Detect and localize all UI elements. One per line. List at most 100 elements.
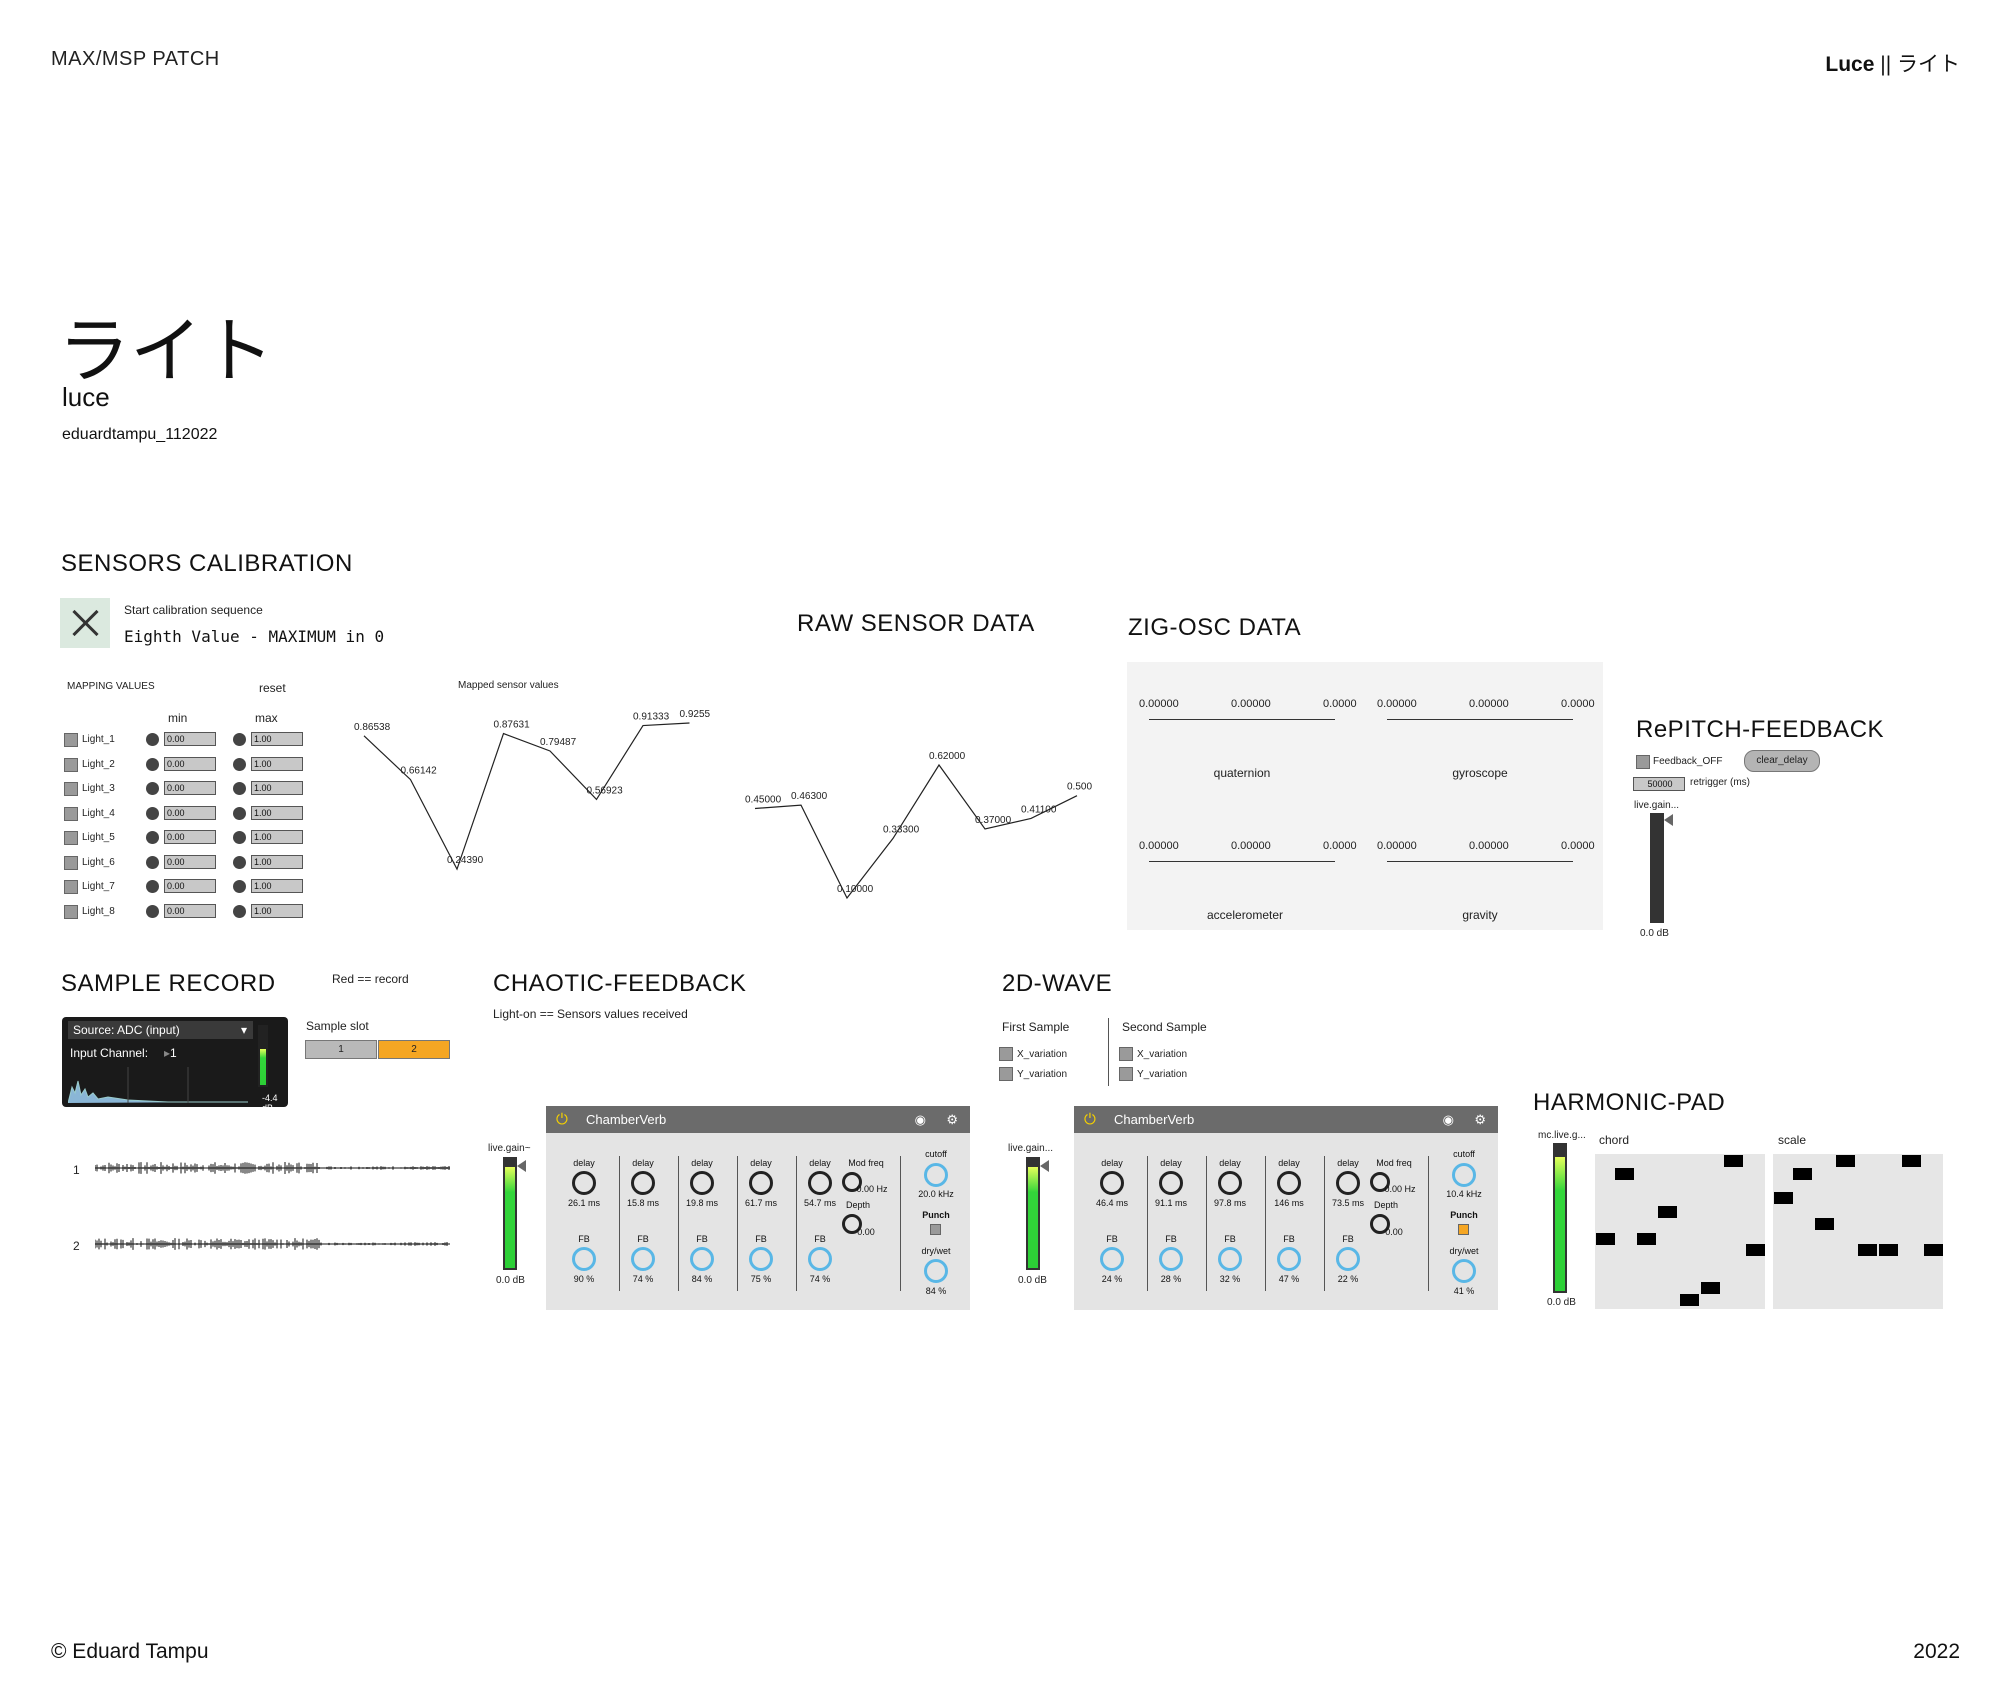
delay-knob[interactable]	[749, 1171, 773, 1195]
camera-icon[interactable]: ◉	[1442, 1112, 1454, 1127]
grid-cell[interactable]	[1637, 1233, 1656, 1245]
feedback-toggle[interactable]	[1636, 755, 1650, 769]
fb-knob[interactable]	[808, 1247, 832, 1271]
first-x-variation-toggle[interactable]	[999, 1047, 1013, 1061]
grid-cell[interactable]	[1815, 1218, 1834, 1230]
grid-cell[interactable]	[1701, 1282, 1720, 1294]
max-number[interactable]: 1.00	[251, 854, 303, 869]
repitch-gain-meter[interactable]	[1650, 813, 1664, 923]
grid-cell[interactable]	[1724, 1155, 1743, 1167]
min-number[interactable]: 0.00	[164, 732, 216, 746]
max-number[interactable]: 1.00	[251, 732, 303, 746]
fb-knob[interactable]	[1336, 1247, 1360, 1271]
mod-freq-knob[interactable]	[1370, 1172, 1390, 1192]
cutoff-knob[interactable]	[1452, 1163, 1476, 1187]
punch-toggle[interactable]	[1458, 1224, 1469, 1235]
osc-slider[interactable]	[1149, 719, 1335, 720]
sample-slot-1[interactable]: 1	[305, 1040, 377, 1059]
light-toggle[interactable]	[64, 904, 78, 919]
grid-cell[interactable]	[1615, 1168, 1634, 1180]
fb-knob[interactable]	[1277, 1247, 1301, 1271]
input-channel-value[interactable]: ▸1	[164, 1046, 177, 1060]
fb-knob[interactable]	[1159, 1247, 1183, 1271]
delay-knob[interactable]	[808, 1171, 832, 1195]
fb-knob[interactable]	[631, 1247, 655, 1271]
min-reset-button[interactable]	[146, 733, 159, 746]
min-number[interactable]: 0.00	[164, 854, 216, 869]
grid-cell[interactable]	[1924, 1244, 1943, 1256]
max-reset-button[interactable]	[233, 733, 246, 746]
clear-delay-button[interactable]: clear_delay	[1744, 750, 1820, 772]
osc-slider[interactable]	[1149, 861, 1335, 862]
grid-cell[interactable]	[1793, 1168, 1812, 1180]
max-reset-button[interactable]	[233, 855, 246, 869]
cutoff-knob[interactable]	[924, 1163, 948, 1187]
max-number[interactable]: 1.00	[251, 756, 303, 771]
punch-toggle[interactable]	[930, 1224, 941, 1235]
delay-knob[interactable]	[1218, 1171, 1242, 1195]
max-reset-button[interactable]	[233, 880, 246, 893]
min-reset-button[interactable]	[146, 757, 159, 771]
drywet-knob[interactable]	[924, 1259, 948, 1283]
min-reset-button[interactable]	[146, 782, 159, 795]
min-reset-button[interactable]	[146, 831, 159, 844]
first-y-variation-toggle[interactable]	[999, 1067, 1013, 1081]
light-toggle[interactable]	[64, 757, 78, 772]
min-number[interactable]: 0.00	[164, 756, 216, 771]
settings-icon[interactable]: ⚙	[946, 1112, 958, 1127]
second-x-variation-toggle[interactable]	[1119, 1047, 1133, 1061]
scale-grid[interactable]	[1773, 1154, 1943, 1309]
depth-knob[interactable]	[1370, 1214, 1390, 1234]
min-number[interactable]: 0.00	[164, 879, 216, 893]
settings-icon[interactable]: ⚙	[1474, 1112, 1486, 1127]
gain-slider-handle-icon[interactable]	[1664, 814, 1673, 826]
max-number[interactable]: 1.00	[251, 781, 303, 795]
max-reset-button[interactable]	[233, 806, 246, 820]
delay-knob[interactable]	[1100, 1171, 1124, 1195]
delay-knob[interactable]	[690, 1171, 714, 1195]
gain-slider-handle-icon[interactable]	[1040, 1160, 1049, 1172]
min-number[interactable]: 0.00	[164, 830, 216, 844]
mod-freq-knob[interactable]	[842, 1172, 862, 1192]
grid-cell[interactable]	[1902, 1155, 1921, 1167]
min-reset-button[interactable]	[146, 880, 159, 893]
min-reset-button[interactable]	[146, 806, 159, 820]
min-number[interactable]: 0.00	[164, 805, 216, 820]
light-toggle[interactable]	[64, 782, 78, 796]
harmonic-gain-meter[interactable]	[1553, 1143, 1567, 1293]
osc-slider[interactable]	[1387, 719, 1573, 720]
delay-knob[interactable]	[572, 1171, 596, 1195]
min-number[interactable]: 0.00	[164, 903, 216, 918]
light-toggle[interactable]	[64, 880, 78, 894]
calibration-toggle-button[interactable]	[60, 598, 110, 648]
grid-cell[interactable]	[1774, 1192, 1793, 1204]
grid-cell[interactable]	[1836, 1155, 1855, 1167]
min-reset-button[interactable]	[146, 904, 159, 918]
fb-knob[interactable]	[572, 1247, 596, 1271]
max-number[interactable]: 1.00	[251, 805, 303, 820]
wave2d-gain-meter[interactable]	[1026, 1157, 1040, 1270]
light-toggle[interactable]	[64, 733, 78, 747]
retrigger-number[interactable]: 50000	[1633, 777, 1685, 791]
source-dropdown[interactable]: Source: ADC (input) ▾	[68, 1021, 253, 1039]
power-icon[interactable]: ⏻	[556, 1111, 568, 1128]
max-reset-button[interactable]	[233, 757, 246, 771]
grid-cell[interactable]	[1746, 1244, 1765, 1256]
max-number[interactable]: 1.00	[251, 879, 303, 893]
grid-cell[interactable]	[1658, 1206, 1677, 1218]
fb-knob[interactable]	[749, 1247, 773, 1271]
grid-cell[interactable]	[1879, 1244, 1898, 1256]
max-number[interactable]: 1.00	[251, 903, 303, 918]
delay-knob[interactable]	[1336, 1171, 1360, 1195]
depth-knob[interactable]	[842, 1214, 862, 1234]
light-toggle[interactable]	[64, 806, 78, 821]
sample-slot-2[interactable]: 2	[378, 1040, 450, 1059]
chord-grid[interactable]	[1595, 1154, 1765, 1309]
light-toggle[interactable]	[64, 831, 78, 845]
grid-cell[interactable]	[1680, 1294, 1699, 1306]
max-reset-button[interactable]	[233, 831, 246, 844]
min-number[interactable]: 0.00	[164, 781, 216, 795]
delay-knob[interactable]	[1159, 1171, 1183, 1195]
drywet-knob[interactable]	[1452, 1259, 1476, 1283]
grid-cell[interactable]	[1596, 1233, 1615, 1245]
